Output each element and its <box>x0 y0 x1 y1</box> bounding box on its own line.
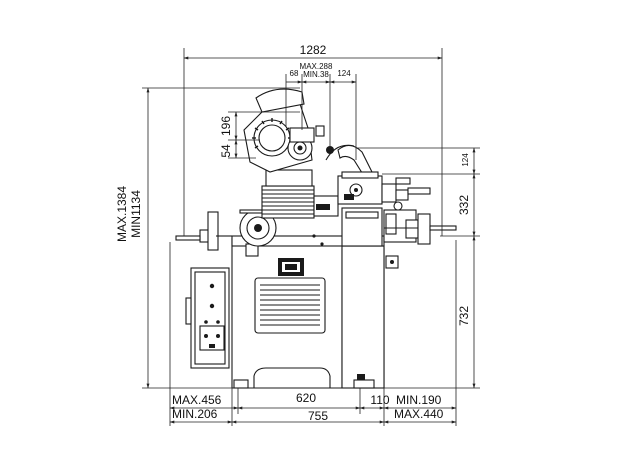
dim-left-max456: MAX.456 <box>172 393 222 407</box>
dim-bottom-755: 755 <box>308 409 328 423</box>
dim-top-min38: MIN.38 <box>303 70 329 79</box>
dim-left-196: 196 <box>219 116 233 136</box>
dim-left-54: 54 <box>219 144 233 158</box>
dim-overall-width: 1282 <box>300 43 327 57</box>
dim-right-732: 732 <box>457 306 471 326</box>
dim-right-max440: MAX.440 <box>394 407 444 421</box>
dim-bottom-110: 110 <box>370 393 389 407</box>
dim-height-max: MAX.1384 <box>115 186 129 242</box>
dim-top-124: 124 <box>337 69 351 78</box>
dimension-lines <box>142 48 480 426</box>
dim-right-124: 124 <box>461 153 470 167</box>
dim-left-min206: MIN.206 <box>172 407 218 421</box>
machine-outline <box>175 88 457 389</box>
dim-bottom-620: 620 <box>296 391 316 405</box>
dim-right-min190: MIN.190 <box>396 393 442 407</box>
dim-top-max288: MAX.288 <box>300 62 333 71</box>
dim-right-332: 332 <box>457 195 471 215</box>
dim-height-min: MIN1134 <box>129 190 143 238</box>
dim-top-68: 68 <box>290 69 299 78</box>
